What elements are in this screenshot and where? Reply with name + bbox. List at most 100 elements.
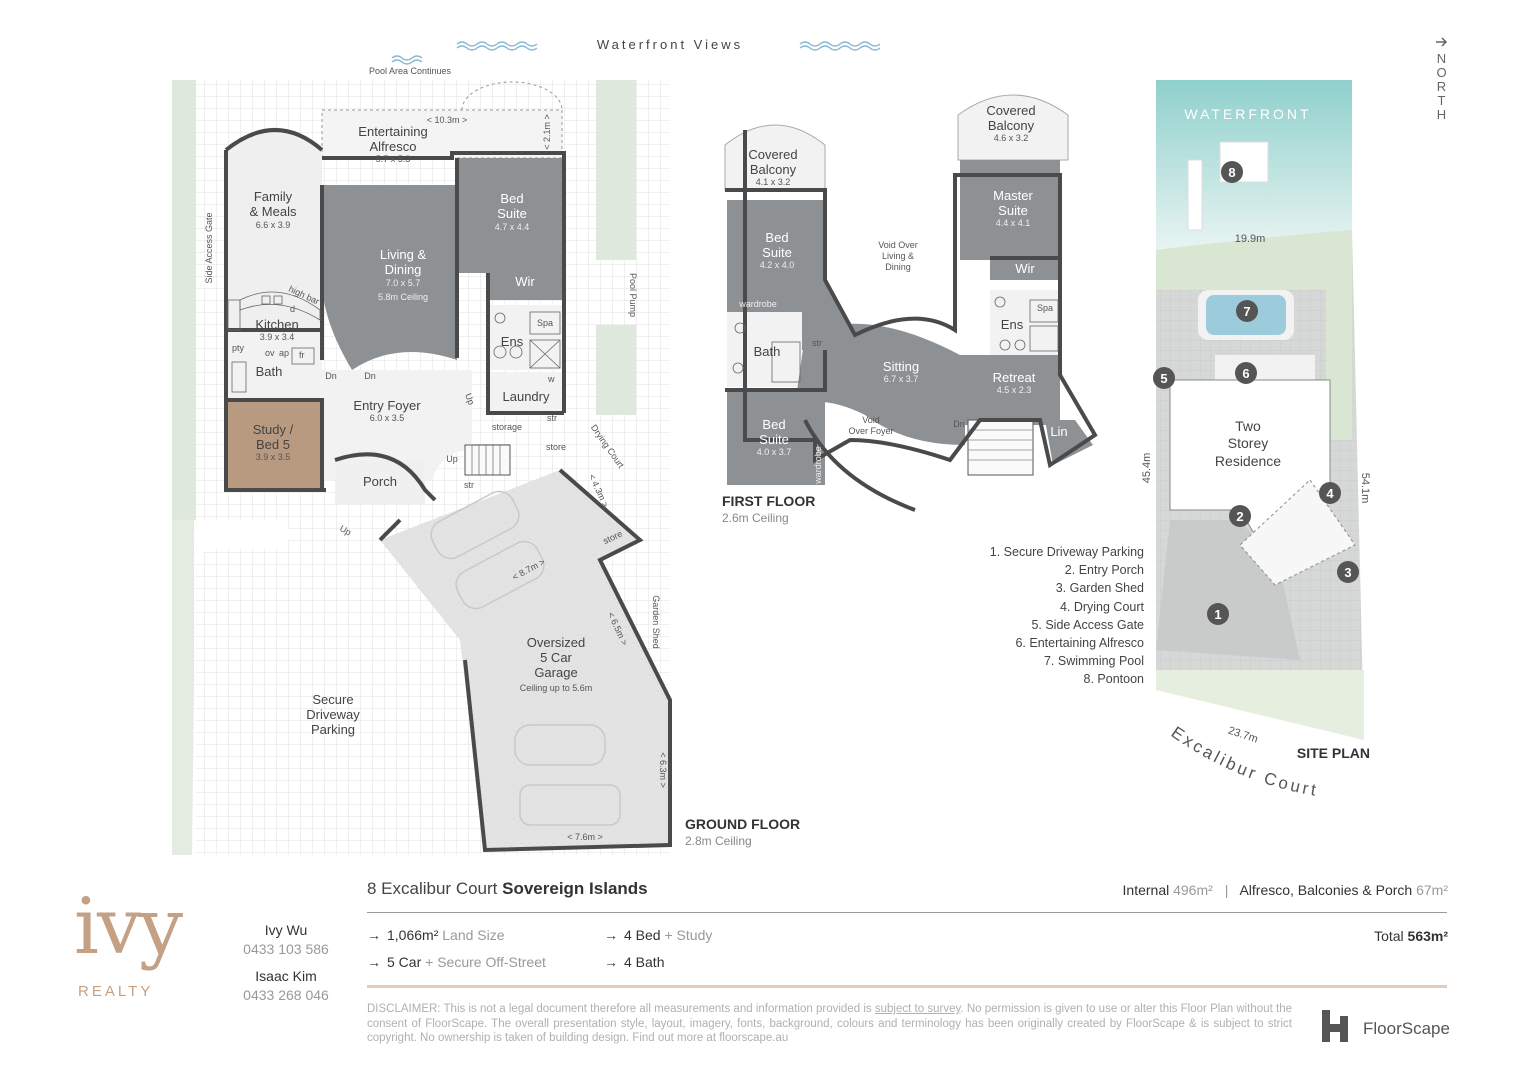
driveway-label-1: Secure (312, 692, 353, 707)
footer-accent-divider (367, 985, 1447, 988)
first-floor-ceiling: 2.6m Ceiling (722, 511, 789, 525)
street-name-graphic: Excalibur Court (1168, 723, 1321, 800)
alfresco-label-2: Alfresco (370, 139, 417, 154)
car-icon (519, 784, 621, 826)
disclaimer-text-1: This is not a legal document therefore a… (443, 1003, 872, 1015)
bed-suite-label-1: Bed (500, 191, 523, 206)
bed-value: 4 Bed (624, 927, 661, 943)
living-dim: 7.0 x 5.7 (386, 278, 421, 288)
residence-label-2: Storey (1228, 435, 1268, 451)
study-room (226, 400, 322, 488)
land-value: 1,066m² (387, 927, 439, 943)
covered-balcony-1 (724, 124, 826, 191)
disclaimer-label: DISCLAIMER: (367, 1003, 441, 1015)
garage-label-1: Oversized (527, 635, 586, 650)
legend-item-4: 4. Drying Court (1059, 599, 1144, 614)
kitchen-dim: 3.9 x 3.4 (260, 332, 295, 342)
bed-suite-room (457, 158, 564, 273)
site-marker-5-label: 5 (1160, 371, 1167, 386)
north-arrow-icon (1436, 37, 1448, 47)
study-label-1: Study / (253, 422, 294, 437)
legend-item-6: 6. Entertaining Alfresco (1015, 636, 1144, 651)
foyer-label: Entry Foyer (353, 398, 421, 413)
bath-value: 4 Bath (624, 954, 665, 970)
storage-label: storage (492, 422, 522, 432)
bed-suite-dim: 4.7 x 4.4 (495, 222, 530, 232)
floorscape-name: FloorScape (1363, 1019, 1450, 1038)
driveway-label-2: Driveway (306, 707, 360, 722)
stat-bath: →4 Bath (604, 954, 664, 970)
street-name: Excalibur Court (1168, 723, 1321, 800)
wave-icon-pool (391, 55, 423, 61)
wir-first-label: Wir (1015, 261, 1035, 276)
bed-suite-label-2: Suite (497, 206, 527, 221)
pool-area-label: Pool Area Continues (369, 66, 452, 76)
pty-label: pty (232, 343, 245, 353)
covered-balcony-2 (957, 94, 1069, 161)
ens-label: Ens (501, 334, 524, 349)
ground-floor-title: GROUND FLOOR (685, 816, 800, 832)
floorscape-logo-icon (1322, 1010, 1348, 1042)
first-floor-title: FIRST FLOOR (722, 493, 815, 509)
address-suburb: Sovereign Islands (502, 879, 648, 898)
bed1-dim: 4.2 x 4.0 (760, 260, 795, 270)
bed1-label-2: Suite (762, 245, 792, 260)
garden-shed-label: Garden Shed (651, 595, 661, 649)
car-icon (455, 540, 545, 610)
site-dim-top: 19.9m (1235, 233, 1266, 245)
spa-first-label: Spa (1037, 303, 1053, 313)
legend-item-2: 2. Entry Porch (1064, 563, 1144, 578)
pool-pump-label: Pool Pump (628, 273, 638, 317)
lin-label: Lin (1050, 424, 1067, 439)
area-separator: | (1224, 882, 1229, 898)
spa-label: Spa (537, 318, 553, 328)
wir-label: Wir (515, 274, 535, 289)
void1-line-3: Dining (885, 262, 911, 272)
legend-item-5: 5. Side Access Gate (1031, 617, 1144, 632)
living-room (322, 185, 457, 370)
disclaimer-link[interactable]: subject to survey (874, 1003, 961, 1015)
site-marker-5 (1153, 367, 1175, 389)
bed-label: + Study (664, 927, 713, 943)
ground-floor-plan: Entertaining Alfresco 5.7 x 5.3 Family &… (172, 80, 800, 855)
up-label-1: Up (463, 392, 476, 406)
family-label-1: Family (254, 189, 293, 204)
site-marker-3-label: 3 (1344, 565, 1351, 580)
site-plan-title: SITE PLAN (1297, 745, 1370, 761)
living-label-2: Dining (385, 262, 422, 277)
arrow-icon: → (604, 927, 618, 943)
stat-car: →5 Car + Secure Off-Street (367, 954, 546, 970)
site-marker-8-label: 8 (1228, 165, 1235, 180)
master-suite-room (960, 160, 1060, 260)
laundry-room (488, 372, 564, 412)
up-label-2: Up (446, 454, 458, 464)
legend-item-8: 8. Pontoon (1083, 672, 1144, 687)
ap-label: ap (279, 348, 289, 358)
garage-label-3: Garage (534, 665, 577, 680)
fr-label: fr (299, 350, 305, 360)
retreat-dim: 4.5 x 2.3 (997, 385, 1032, 395)
driveway-label-3: Parking (311, 722, 355, 737)
site-marker-7-label: 7 (1243, 304, 1250, 319)
wave-icon-left-2 (456, 45, 538, 51)
living-note: 5.8m Ceiling (378, 292, 428, 302)
alfresco-label-1: Entertaining (358, 124, 427, 139)
car-icon (514, 724, 606, 766)
site-marker-3 (1337, 561, 1359, 583)
site-legend: 1. Secure Driveway Parking 2. Entry Porc… (940, 543, 1144, 689)
cb1-dim: 4.1 x 3.2 (756, 177, 791, 187)
side-gate-label: Side Access Gate (204, 212, 214, 283)
car-label: + Secure Off-Street (425, 954, 546, 970)
family-dim: 6.6 x 3.9 (256, 220, 291, 230)
cb2-label-2: Balcony (988, 118, 1035, 133)
planter (192, 520, 290, 855)
car-value: 5 Car (387, 954, 422, 970)
ov-label: ov (265, 348, 275, 358)
garden-strip-right (596, 80, 636, 260)
dn-label-2: Dn (364, 371, 376, 381)
void1-line-1: Void Over (878, 240, 918, 250)
agent2-phone: 0433 268 046 (243, 987, 329, 1003)
car-icon (430, 490, 520, 560)
agent2-name: Isaac Kim (255, 968, 317, 984)
site-marker-1 (1207, 603, 1229, 625)
